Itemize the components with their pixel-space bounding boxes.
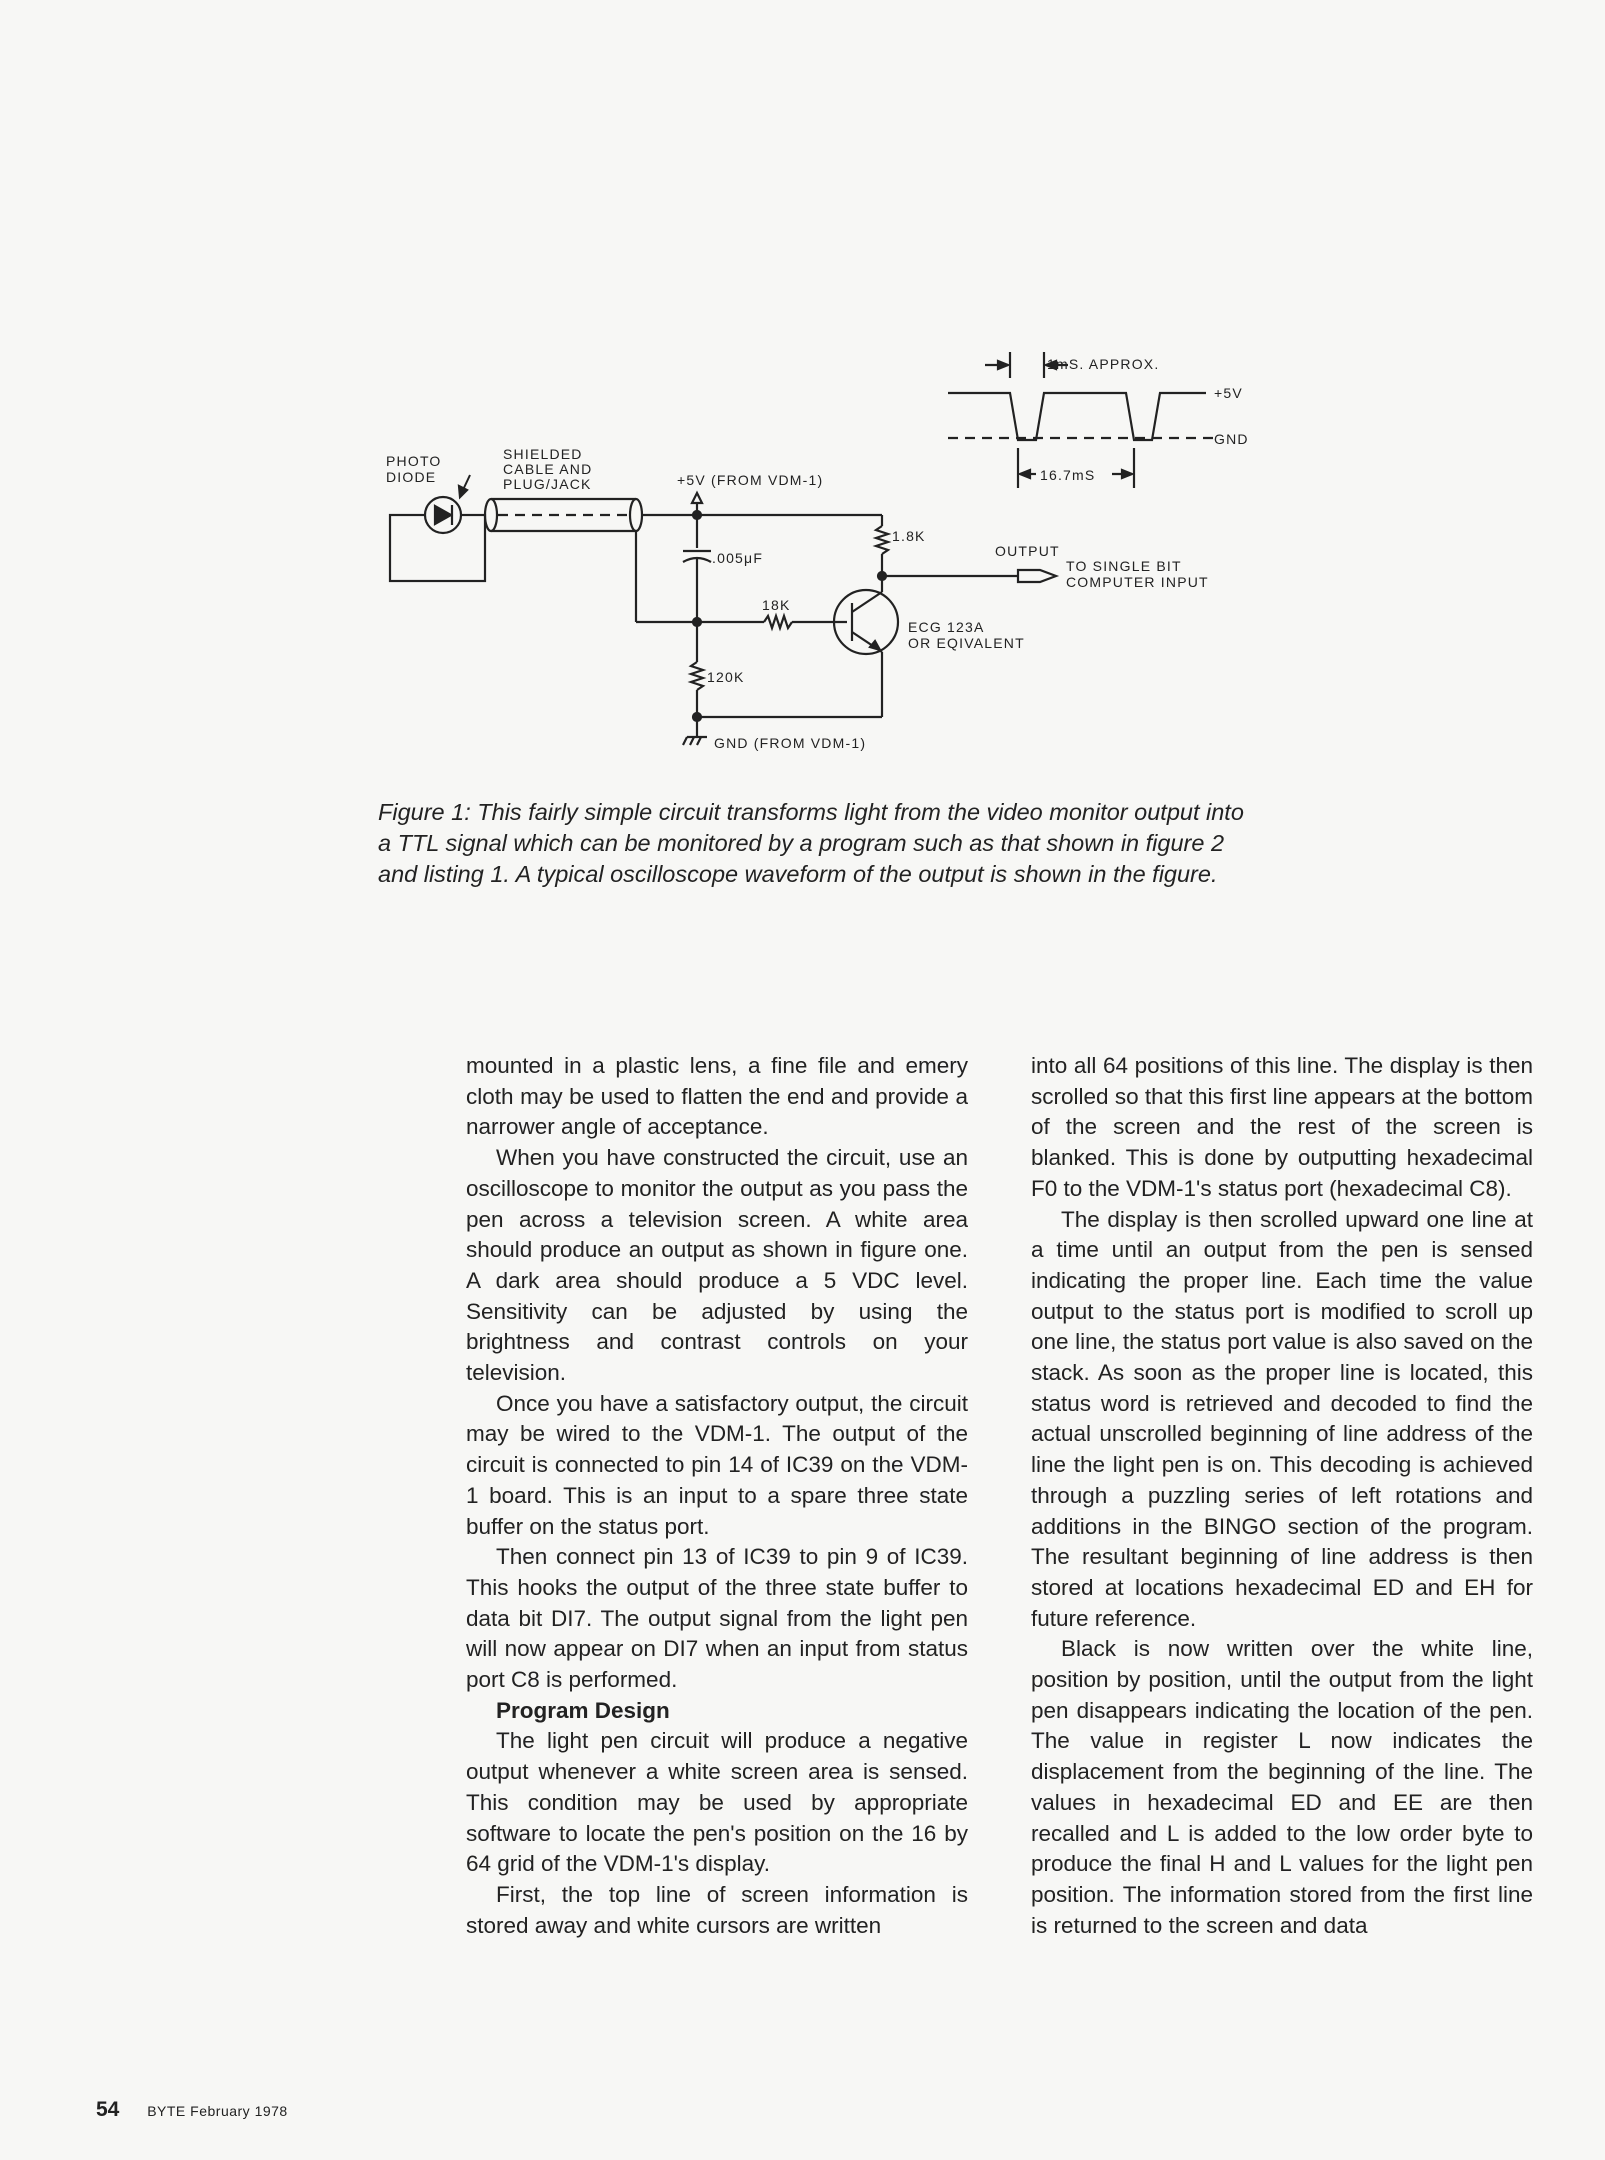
publication-line: BYTE February 1978 xyxy=(147,2103,288,2119)
paragraph: The light pen circuit will produce a neg… xyxy=(466,1728,968,1877)
label-ground: GND (FROM VDM-1) xyxy=(714,735,866,751)
label-gnd: GND xyxy=(1214,431,1249,447)
label-cable: CABLE AND xyxy=(503,461,592,477)
section-heading: Program Design xyxy=(496,1697,670,1723)
label-5v: +5V xyxy=(1214,385,1243,401)
label-1ms: 1mS. APPROX. xyxy=(1047,356,1159,372)
right-column: into all 64 positions of this line. The … xyxy=(1031,1051,1533,1941)
figure-caption: Figure 1: This fairly simple circuit tra… xyxy=(378,799,1244,887)
paragraph: mounted in a plastic lens, a fine file a… xyxy=(466,1053,968,1140)
label-photo: PHOTO xyxy=(386,453,442,469)
paragraph: Then connect pin 13 of IC39 to pin 9 of … xyxy=(466,1544,968,1693)
label-shielded: SHIELDED xyxy=(503,446,583,462)
paragraph: The display is then scrolled upward one … xyxy=(1031,1206,1533,1631)
page-footer: 54 BYTE February 1978 xyxy=(96,2098,288,2122)
label-to-input-2: COMPUTER INPUT xyxy=(1066,574,1209,590)
label-r-base: 18K xyxy=(762,597,791,613)
label-plug: PLUG/JACK xyxy=(503,476,592,492)
label-transistor-1: ECG 123A xyxy=(908,619,985,635)
circuit-diagram: 1mS. APPROX. +5V GND 16.7mS PHOTO DIODE … xyxy=(386,352,1249,751)
paragraph: When you have constructed the circuit, u… xyxy=(466,1145,968,1386)
label-r-bias: 120K xyxy=(707,669,745,685)
label-supply: +5V (FROM VDM-1) xyxy=(677,472,823,488)
photodiode xyxy=(388,474,487,583)
paragraph: First, the top line of screen informatio… xyxy=(466,1881,968,1938)
label-diode: DIODE xyxy=(386,469,436,485)
shielded-cable xyxy=(483,497,644,533)
paragraph: into all 64 positions of this line. The … xyxy=(1031,1053,1533,1201)
label-r-collector: 1.8K xyxy=(892,528,926,544)
paragraph: Once you have a satisfactory output, the… xyxy=(466,1390,968,1539)
oscilloscope-waveform xyxy=(948,352,1215,488)
label-output: OUTPUT xyxy=(995,543,1060,559)
left-column: mounted in a plastic lens, a fine file a… xyxy=(466,1051,968,1941)
label-capacitor: .005μF xyxy=(712,550,763,566)
label-transistor-2: OR EQIVALENT xyxy=(908,635,1025,651)
page-number: 54 xyxy=(96,2098,120,2121)
label-to-input-1: TO SINGLE BIT xyxy=(1066,558,1182,574)
label-period: 16.7mS xyxy=(1040,467,1095,483)
diagram-labels: 1mS. APPROX. +5V GND 16.7mS PHOTO DIODE … xyxy=(386,356,1249,751)
paragraph: Black is now written over the white line… xyxy=(1031,1636,1533,1938)
